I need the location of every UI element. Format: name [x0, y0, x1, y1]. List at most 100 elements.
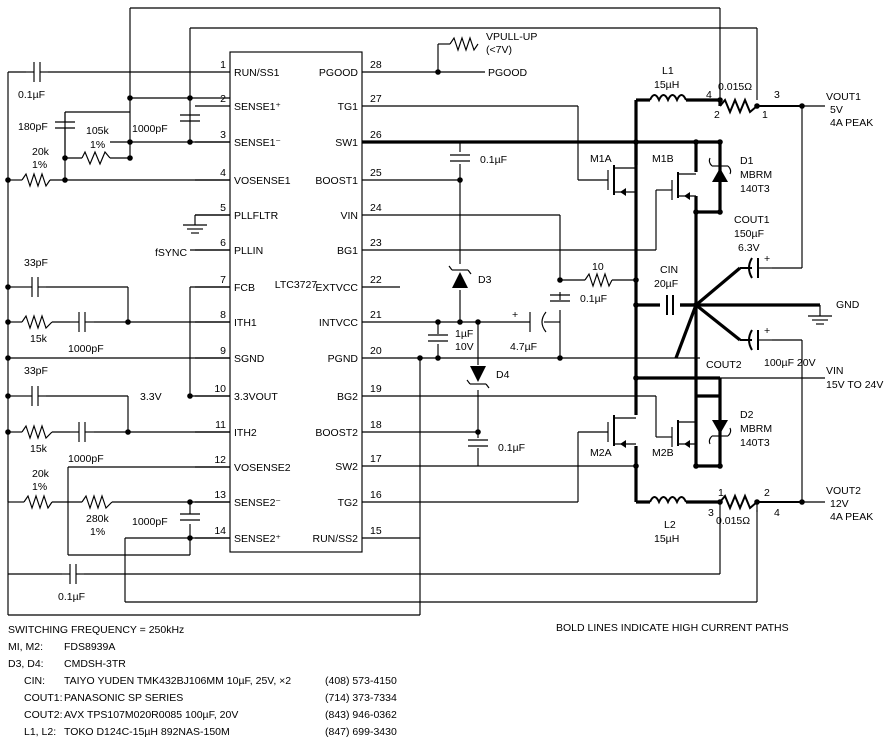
junction-dot [435, 319, 441, 325]
pin-number: 19 [370, 383, 382, 395]
junction-dot [717, 499, 723, 505]
part-ref: L1, L2: [24, 726, 57, 738]
capacitor-1000pf-ith1 [70, 312, 94, 332]
part-phone: (843) 946-0362 [325, 709, 397, 721]
part-desc: TOKO D124C-15µH 892NAS-150M [64, 726, 230, 738]
m2a-label: M2A [590, 447, 612, 459]
rs2-pin3: 3 [708, 507, 714, 519]
part-ref: CIN: [24, 675, 45, 687]
rs1-pin1: 1 [762, 109, 768, 121]
resistor-15k-1 [21, 314, 53, 330]
junction-dot [125, 429, 131, 435]
pin-number: 12 [214, 454, 226, 466]
cout1-val: 150µF [734, 228, 764, 240]
mosfet-m2b [671, 420, 696, 448]
part-desc: CMDSH-3TR [64, 658, 126, 670]
mosfet-m1a [607, 165, 637, 196]
pin-number: 16 [370, 489, 382, 501]
mosfet-m1b [671, 172, 696, 200]
ic-name: LTC3727 [275, 279, 318, 291]
inductor-l2 [649, 496, 687, 505]
junction-dot [435, 69, 441, 75]
pin-number: 3 [220, 129, 226, 141]
capacitor-intvcc [428, 334, 448, 342]
pin-number: 22 [370, 274, 382, 286]
l2-label: L2 [664, 519, 676, 531]
cin-val: 20µF [654, 278, 678, 290]
r-20k-2-label: 20k [32, 468, 50, 480]
c-1000-ith1-label: 1000pF [68, 343, 104, 355]
vout1-peak: 4A PEAK [830, 117, 873, 129]
vpullup-note: (<7V) [486, 44, 512, 56]
l1-val: 15µH [654, 79, 679, 91]
r-20k-1-label: 20k [32, 146, 50, 158]
pin-name: RUN/SS2 [312, 533, 358, 545]
capacitor-boost2 [468, 439, 488, 447]
part-phone: (847) 699-3430 [325, 726, 397, 738]
capacitor-cin [666, 295, 674, 315]
pin-number: 10 [214, 383, 226, 395]
vin-label: VIN [826, 365, 844, 377]
r-105k-label: 105k [86, 125, 110, 137]
pin-number: 23 [370, 237, 382, 249]
pin-name: PLLFLTR [234, 210, 279, 222]
vout2-label: VOUT2 [826, 485, 861, 497]
junction-dot [457, 177, 463, 183]
m2b-label: M2B [652, 447, 674, 459]
diode-d2 [708, 420, 732, 445]
rs2-label: 0.015Ω [716, 515, 750, 527]
capacitor-33pf-2 [24, 386, 46, 406]
pin-number: 9 [220, 345, 226, 357]
pin-name: VOSENSE1 [234, 175, 291, 187]
junction-dot [62, 177, 68, 183]
c-boost2-label: 0.1µF [498, 442, 525, 454]
junction-dot [633, 139, 639, 145]
junction-dot [693, 139, 699, 145]
pin-number: 27 [370, 93, 382, 105]
pin-number: 2 [220, 93, 226, 105]
c-180-label: 180pF [18, 121, 48, 133]
switching-frequency-note: SWITCHING FREQUENCY = 250kHz [8, 624, 185, 636]
c-47-label: 4.7µF [510, 341, 537, 353]
c-intvcc-label: 1µF [455, 328, 473, 340]
d1-part2: 140T3 [740, 183, 770, 195]
pin-name: PLLIN [234, 245, 263, 257]
part-phone: (408) 573-4150 [325, 675, 397, 687]
cout2-plus: + [764, 325, 770, 337]
d3-label: D3 [478, 274, 492, 286]
cout1-label: COUT1 [734, 214, 770, 226]
pin-name: VIN [340, 210, 358, 222]
c-vin-label: 0.1µF [580, 293, 607, 305]
junction-dot [5, 319, 11, 325]
gnd-label: GND [836, 299, 860, 311]
part-phone: (714) 373-7334 [325, 692, 397, 704]
junction-dot [717, 209, 723, 215]
junction-dot [5, 177, 11, 183]
capacitor-cout2 [740, 329, 772, 351]
junction-dot [62, 155, 68, 161]
resistor-15k-2 [21, 424, 53, 440]
junction-dot [5, 429, 11, 435]
c-1000-ith2-label: 1000pF [68, 453, 104, 465]
part-desc: TAIYO YUDEN TMK432BJ106MM 10µF, 25V, ×2 [64, 675, 292, 687]
vout2-v: 12V [830, 498, 849, 510]
junction-dot [187, 499, 193, 505]
rs1-label: 0.015Ω [718, 81, 752, 93]
d2-label: D2 [740, 409, 754, 421]
resistor-10 [584, 272, 613, 288]
c-33-2-label: 33pF [24, 365, 48, 377]
c-47-plus: + [512, 309, 518, 321]
capacitor-run2 [62, 564, 84, 584]
diode-d3 [448, 265, 472, 288]
cout2-label: COUT2 [706, 359, 742, 371]
pin-name: SGND [234, 353, 265, 365]
cout1-plus: + [764, 253, 770, 265]
junction-dot [717, 97, 723, 103]
mosfet-m2a [607, 415, 636, 448]
c-33-1-label: 33pF [24, 257, 48, 269]
pin-name: PGND [328, 353, 359, 365]
pin-name: BG2 [337, 391, 358, 403]
capacitor-1000pf-sense1 [180, 114, 200, 122]
fsync-label: fSYNC [155, 247, 188, 259]
pin-name: BOOST2 [315, 427, 358, 439]
